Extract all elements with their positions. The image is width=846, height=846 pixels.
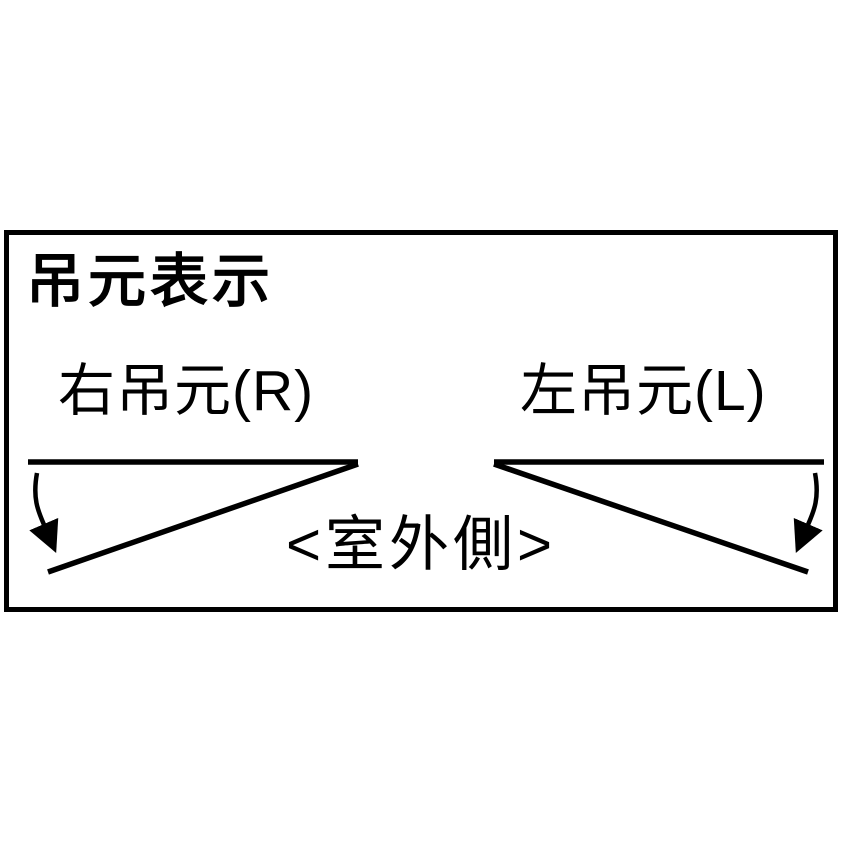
left-hinge-open-line	[493, 461, 809, 575]
outside-side-label: <室外側>	[285, 511, 557, 578]
right-hinge-open-line	[47, 461, 359, 575]
right-hinge-swing-arrow-icon	[29, 472, 59, 554]
right-hinge-label: 右吊元(R)	[58, 359, 315, 423]
left-hinge-door-figure	[493, 459, 824, 575]
right-hinge-door-figure	[28, 459, 359, 575]
left-hinge-swing-arrow-icon	[793, 472, 823, 554]
hinge-indication-box: 吊元表示 右吊元(R) 左吊元(L) <室外側>	[4, 230, 838, 612]
left-hinge-label: 左吊元(L)	[520, 359, 767, 423]
diagram-title: 吊元表示	[26, 249, 275, 314]
door-swing-diagram	[28, 459, 824, 575]
